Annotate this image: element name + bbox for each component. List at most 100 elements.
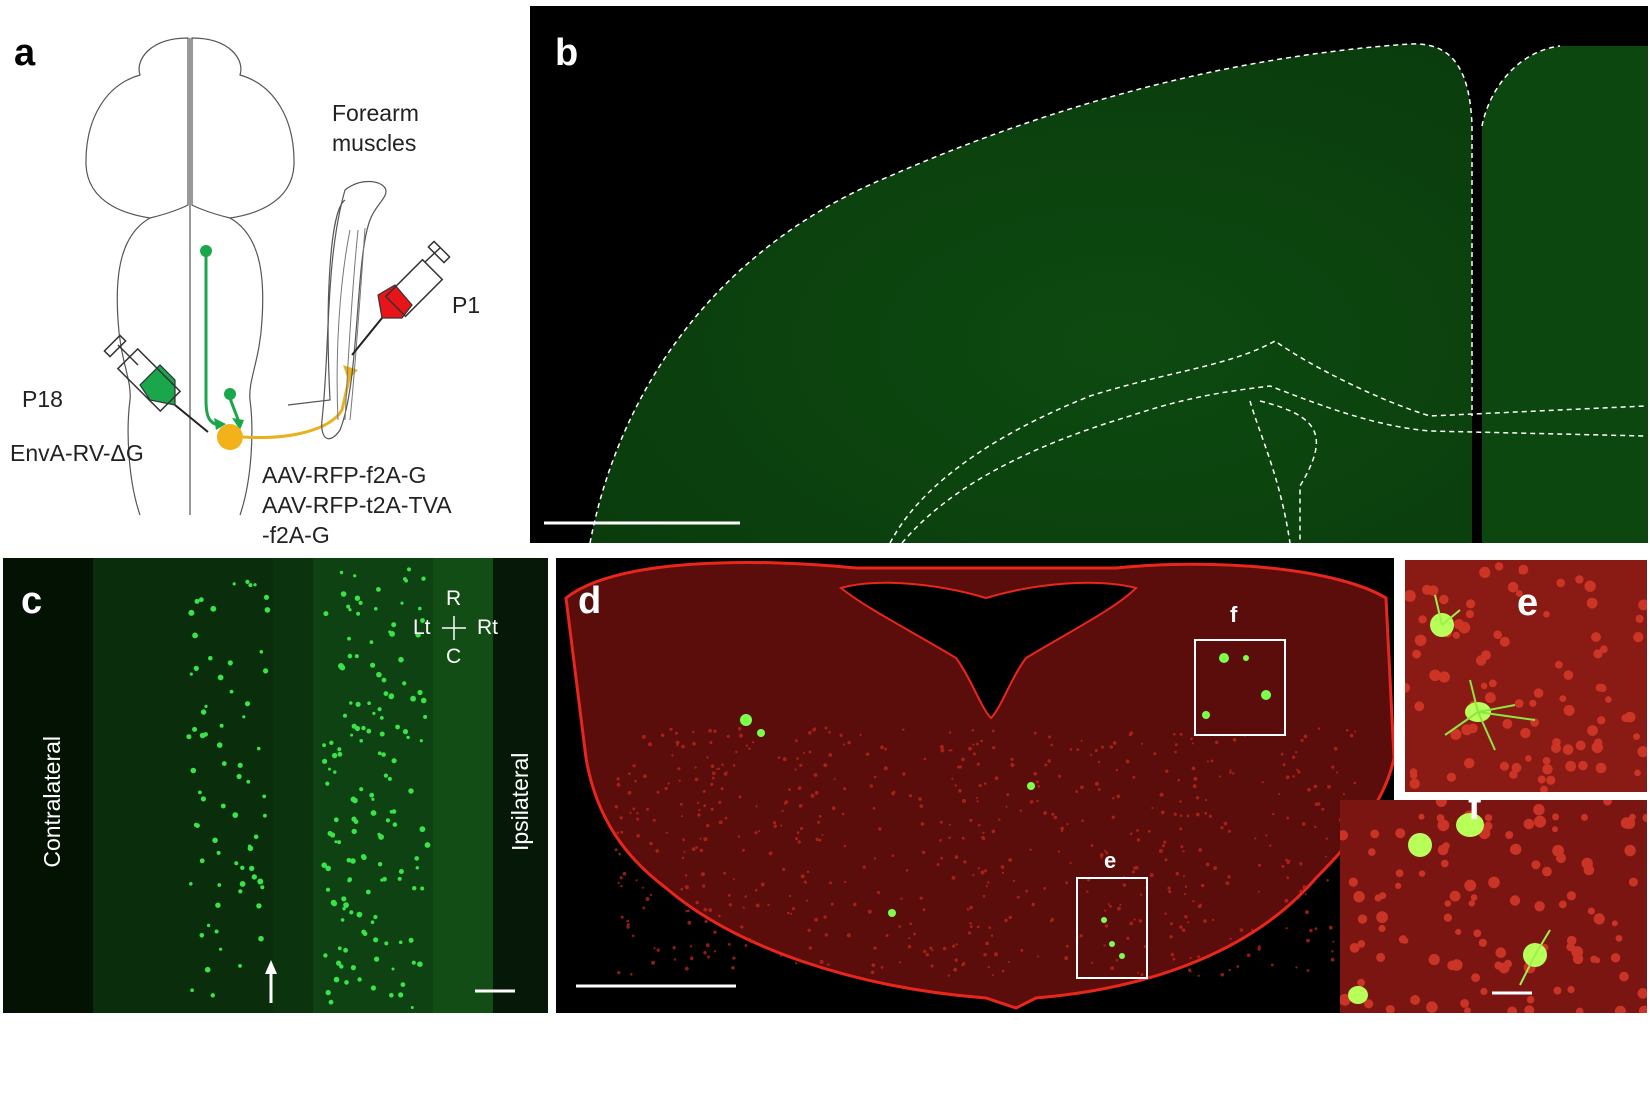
texture-dot: [1551, 743, 1561, 753]
texture-dot: [724, 816, 728, 820]
texture-dot: [1537, 775, 1546, 784]
texture-dot: [1184, 893, 1187, 896]
texture-dot: [1153, 752, 1157, 756]
texture-dot: [1306, 938, 1310, 943]
texture-dot: [1623, 817, 1636, 830]
texture-dot: [635, 879, 638, 882]
texture-dot: [744, 944, 748, 947]
texture-dot: [1321, 807, 1325, 811]
texture-dot: [614, 805, 619, 809]
texture-dot: [804, 881, 807, 884]
texture-dot: [718, 914, 721, 918]
texture-dot: [1033, 772, 1037, 776]
texture-dot: [189, 672, 193, 676]
texture-dot: [1575, 575, 1584, 584]
texture-dot: [620, 915, 624, 919]
texture-dot: [238, 964, 242, 968]
texture-dot: [1478, 938, 1487, 947]
texture-dot: [814, 917, 818, 922]
texture-dot: [1526, 995, 1535, 1004]
texture-dot: [370, 920, 375, 924]
texture-dot: [1069, 862, 1072, 865]
texture-dot: [1353, 781, 1357, 785]
texture-dot: [1307, 787, 1311, 792]
texture-dot: [1418, 813, 1425, 820]
texture-dot: [645, 897, 650, 901]
texture-dot: [728, 903, 732, 907]
texture-dot: [1029, 800, 1034, 804]
texture-dot: [675, 740, 680, 745]
texture-dot: [1251, 928, 1254, 931]
texture-dot: [328, 999, 334, 1005]
texture-dot: [1282, 763, 1286, 767]
texture-dot: [349, 701, 353, 705]
panel-label-a: a: [14, 32, 36, 74]
texture-dot: [708, 908, 713, 912]
texture-dot: [977, 823, 981, 827]
texture-dot: [618, 852, 621, 856]
texture-dot: [797, 840, 801, 844]
texture-dot: [381, 752, 386, 757]
texture-dot: [1126, 936, 1130, 940]
texture-dot: [727, 894, 731, 897]
texture-dot: [972, 752, 976, 756]
texture-dot: [377, 751, 382, 756]
texture-dot: [421, 576, 426, 581]
texture-dot: [1395, 882, 1402, 889]
texture-dot: [256, 746, 261, 751]
texture-dot: [1197, 955, 1201, 959]
texture-dot: [400, 982, 406, 987]
texture-dot: [1385, 1005, 1395, 1013]
texture-dot: [1029, 848, 1032, 851]
texture-dot: [1331, 950, 1334, 953]
texture-dot: [1179, 925, 1183, 929]
panel-f: f: [1340, 800, 1647, 1013]
texture-dot: [794, 768, 797, 771]
texture-dot: [423, 714, 428, 719]
texture-dot: [651, 960, 656, 965]
texture-dot: [385, 818, 390, 823]
texture-dot: [819, 814, 822, 818]
texture-dot: [219, 947, 223, 951]
texture-dot: [1173, 812, 1177, 816]
texture-dot: [899, 961, 902, 964]
panel-e-image: [1405, 562, 1647, 792]
texture-dot: [648, 742, 652, 747]
texture-dot: [780, 954, 783, 957]
texture-dot: [976, 800, 979, 803]
texture-dot: [1129, 921, 1134, 926]
texture-dot: [620, 884, 623, 888]
texture-dot: [1174, 743, 1178, 747]
texture-dot: [703, 907, 708, 912]
texture-dot: [1296, 768, 1299, 772]
texture-dot: [1494, 562, 1504, 571]
texture-dot: [800, 827, 803, 830]
texture-dot: [1364, 999, 1374, 1009]
texture-dot: [1498, 962, 1510, 974]
texture-dot: [656, 948, 660, 952]
panel-label-f: f: [1468, 800, 1481, 828]
texture-dot: [1147, 829, 1151, 833]
texture-dot: [414, 856, 420, 861]
texture-dot: [1595, 683, 1604, 692]
texture-dot: [968, 746, 972, 751]
texture-dot: [1314, 927, 1318, 931]
texture-dot: [1297, 770, 1301, 774]
texture-dot: [672, 946, 676, 950]
texture-dot: [1295, 966, 1298, 969]
texture-dot: [684, 966, 689, 971]
texture-dot: [939, 820, 943, 824]
p18-label: P18: [22, 386, 63, 412]
texture-dot: [1269, 844, 1272, 847]
texture-dot: [256, 903, 262, 909]
texture-dot: [334, 840, 338, 844]
texture-dot: [417, 961, 423, 967]
texture-dot: [1357, 978, 1365, 987]
texture-dot: [687, 909, 690, 913]
texture-dot: [391, 809, 397, 814]
texture-dot: [1109, 745, 1113, 749]
texture-dot: [210, 993, 215, 998]
texture-dot: [333, 770, 337, 774]
texture-dot: [808, 946, 812, 950]
texture-dot: [813, 773, 818, 777]
